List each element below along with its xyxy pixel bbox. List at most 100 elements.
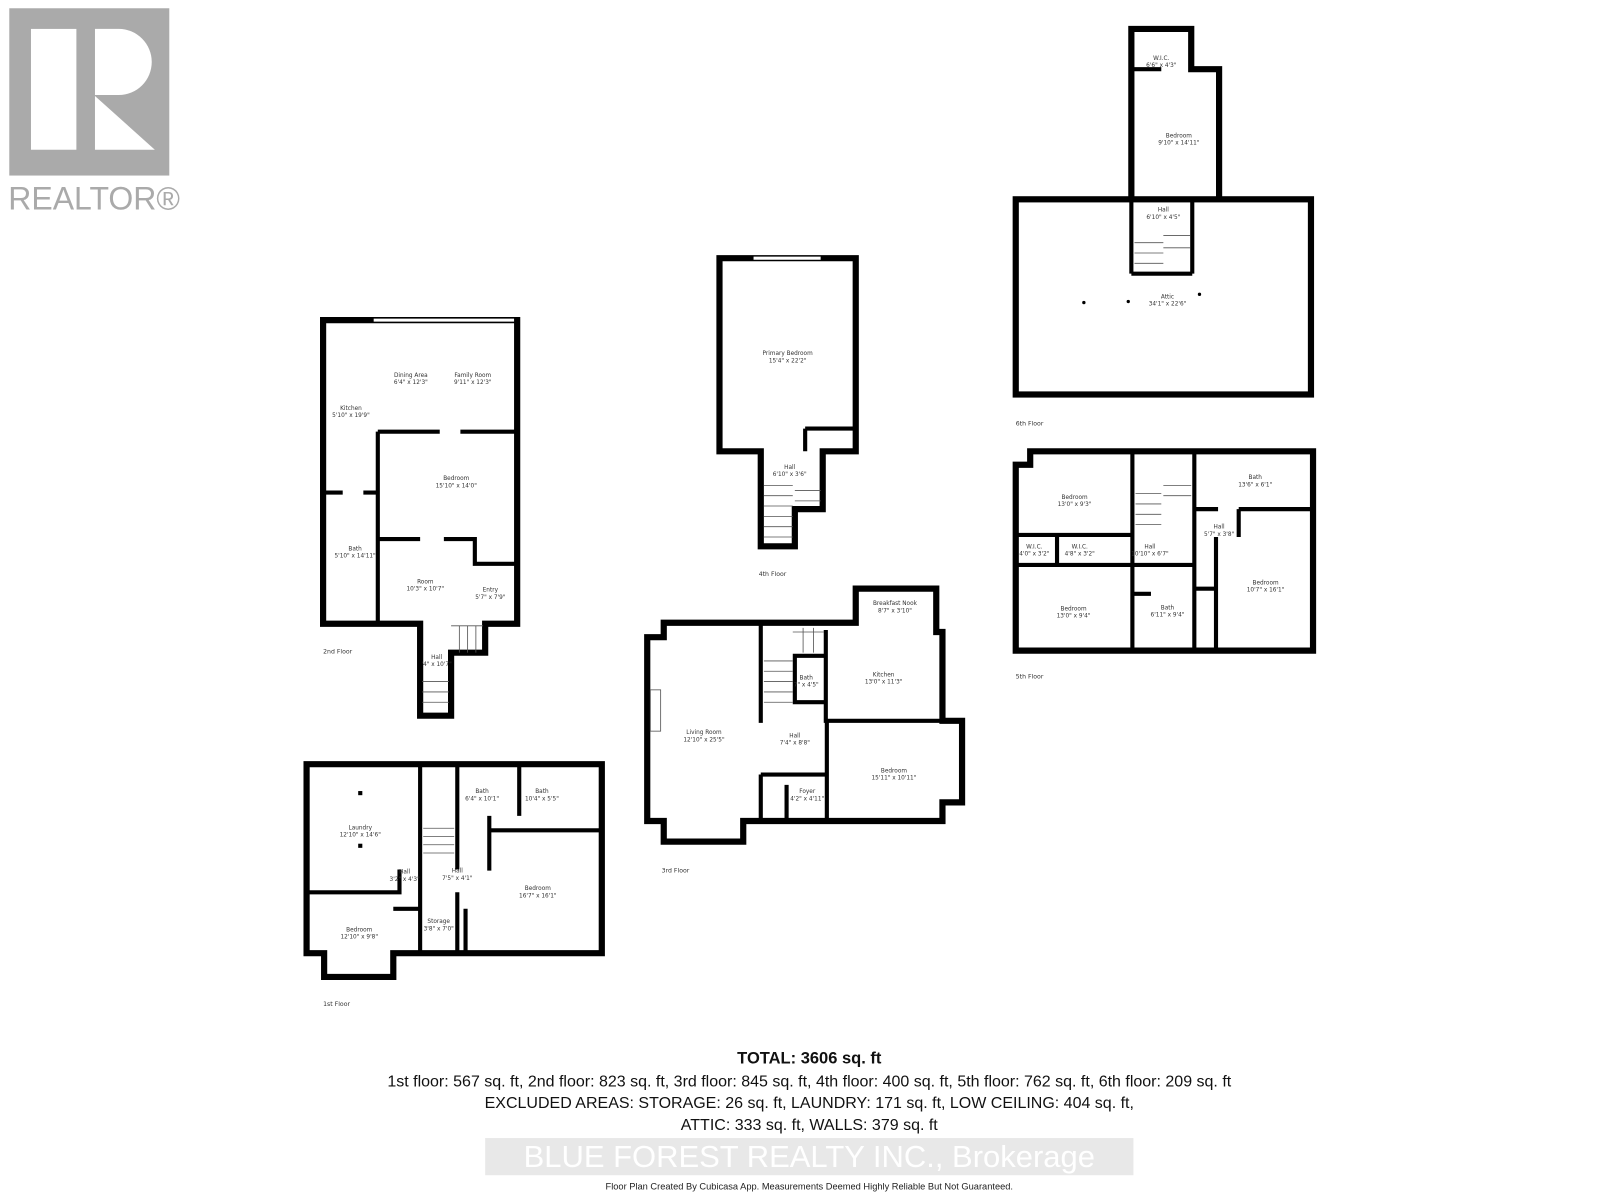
room-dimensions: 6'10" x 3'6": [773, 472, 807, 478]
floor-label-4th: 4th Floor: [759, 571, 787, 578]
room-dimensions: 4'0" x 3'2": [1019, 552, 1050, 558]
room-name: Bedroom: [525, 886, 551, 892]
room-name: Kitchen: [873, 672, 895, 678]
room-name: Foyer: [799, 789, 816, 795]
room-dimensions: 9'11" x 12'3": [454, 380, 492, 386]
floor-1st-walls: [303, 761, 605, 981]
room-label: Bath 5'10" x 14'11": [334, 546, 376, 559]
room-dimensions: 9'10" x 14'11": [1158, 141, 1200, 147]
room-dimensions: 3'8" x 7'0": [424, 926, 455, 932]
room-dimensions: 7'4" x 8'8": [780, 741, 811, 747]
room-name: W.I.C.: [1026, 544, 1042, 550]
room-dimensions: 5'7" x 3'8": [1204, 532, 1235, 538]
room-name: Entry: [483, 588, 499, 594]
room-name: Living Room: [686, 730, 722, 736]
room-dimensions: 6'10" x 4'5": [1146, 215, 1180, 221]
disclaimer-note: Floor Plan Created By Cubicasa App. Meas…: [606, 1182, 1013, 1192]
room-dimensions: 13'6" x 6'1": [1238, 482, 1272, 488]
room-name: Kitchen: [340, 406, 362, 412]
room-name: Hall: [452, 869, 463, 875]
room-name: Bedroom: [1166, 133, 1192, 139]
floor-label-3rd: 3rd Floor: [662, 868, 690, 875]
room-dimensions: 15'4" x 22'2": [769, 358, 807, 364]
room-dimensions: 6'6" x 4'3": [1146, 63, 1177, 69]
room-name: Bath: [1249, 475, 1263, 481]
floor-label-6th: 6th Floor: [1016, 420, 1044, 427]
room-dimensions: 5'10" x 14'11": [334, 554, 376, 560]
room-name: Bedroom: [1062, 495, 1088, 501]
room-dimensions: 13'0" x 9'3": [1058, 502, 1092, 508]
room-name: Hall: [784, 465, 795, 471]
room-dimensions: 3'2" x 4'3": [390, 877, 421, 883]
room-name: Bath: [535, 789, 549, 795]
room-label: W.I.C.4'8" x 3'2": [1065, 544, 1096, 557]
watermark-band: [485, 1138, 1134, 1176]
room-dimensions: 10'3" x 10'7": [407, 587, 445, 593]
room-name: Family Room: [454, 373, 491, 379]
room-name: Bath: [348, 546, 362, 552]
room-dimensions: 8'7" x 3'10": [878, 608, 912, 614]
room-name: Attic: [1161, 294, 1174, 300]
room-name: Storage: [427, 919, 450, 925]
room-name: Hall: [431, 655, 442, 661]
room-dimensions: 4'2" x 4'11": [790, 796, 824, 802]
room-name: Bedroom: [881, 768, 907, 774]
room-label: Room 10'3" x 10'7": [407, 579, 445, 592]
room-dimensions: 6'11" x 9'4": [1151, 613, 1185, 619]
room-dimensions: 13'0" x 9'4": [1057, 614, 1091, 620]
room-dimensions: 12'10" x 14'6": [340, 832, 382, 838]
room-name: Primary Bedroom: [763, 351, 814, 357]
room-name: Bedroom: [1061, 606, 1087, 612]
room-dimensions: 6'4" x 10'1": [465, 796, 499, 802]
room-name: W.I.C.: [1153, 56, 1169, 62]
room-name: Hall: [1214, 525, 1225, 531]
brokerage-watermark: BLUE FOREST REALTY INC., Brokerage: [524, 1139, 1095, 1174]
room-dimensions: 6'4" x 12'3": [394, 380, 428, 386]
room-dimensions: 15'10" x 14'0": [436, 483, 478, 489]
floor-label-2nd: 2nd Floor: [323, 649, 353, 656]
total-area: TOTAL: 3606 sq. ft: [737, 1050, 882, 1068]
room-name: Hall: [1144, 544, 1155, 550]
room-name: Bedroom: [346, 927, 372, 933]
room-dimensions: 7'5" x 4'1": [442, 876, 473, 882]
room-dimensions: 12'10" x 25'5": [683, 737, 725, 743]
room-dimensions: 5'10" x 19'9": [332, 413, 370, 419]
room-name: Breakfast Nook: [873, 601, 918, 607]
room-dimensions: 13'0" x 11'3": [865, 680, 903, 686]
floor-6th-walls: [1012, 25, 1315, 398]
room-dimensions: 5'7" x 7'9": [475, 595, 506, 601]
room-dimensions: 10'7" x 16'1": [1247, 588, 1285, 594]
room-label: W.I.C. 4'0" x 3'2": [1019, 544, 1050, 557]
room-label: Hall'4" x 10'7": [422, 655, 453, 668]
room-dimensions: 10'10" x 6'7": [1131, 552, 1169, 558]
room-dimensions: 7" x 4'5": [794, 683, 819, 689]
room-name: Dining Area: [394, 373, 428, 379]
room-name: Room: [417, 579, 434, 585]
excluded-areas-line2: ATTIC: 333 sq. ft, WALLS: 379 sq. ft: [681, 1117, 938, 1134]
excluded-areas-line1: EXCLUDED AREAS: STORAGE: 26 sq. ft, LAUN…: [485, 1095, 1134, 1112]
room-dimensions: 16'7" x 16'1": [519, 893, 557, 899]
floor-4th-walls: [716, 255, 859, 550]
room-label: Kitchen 13'0" x 11'3": [865, 672, 903, 685]
room-name: Bedroom: [443, 476, 469, 482]
